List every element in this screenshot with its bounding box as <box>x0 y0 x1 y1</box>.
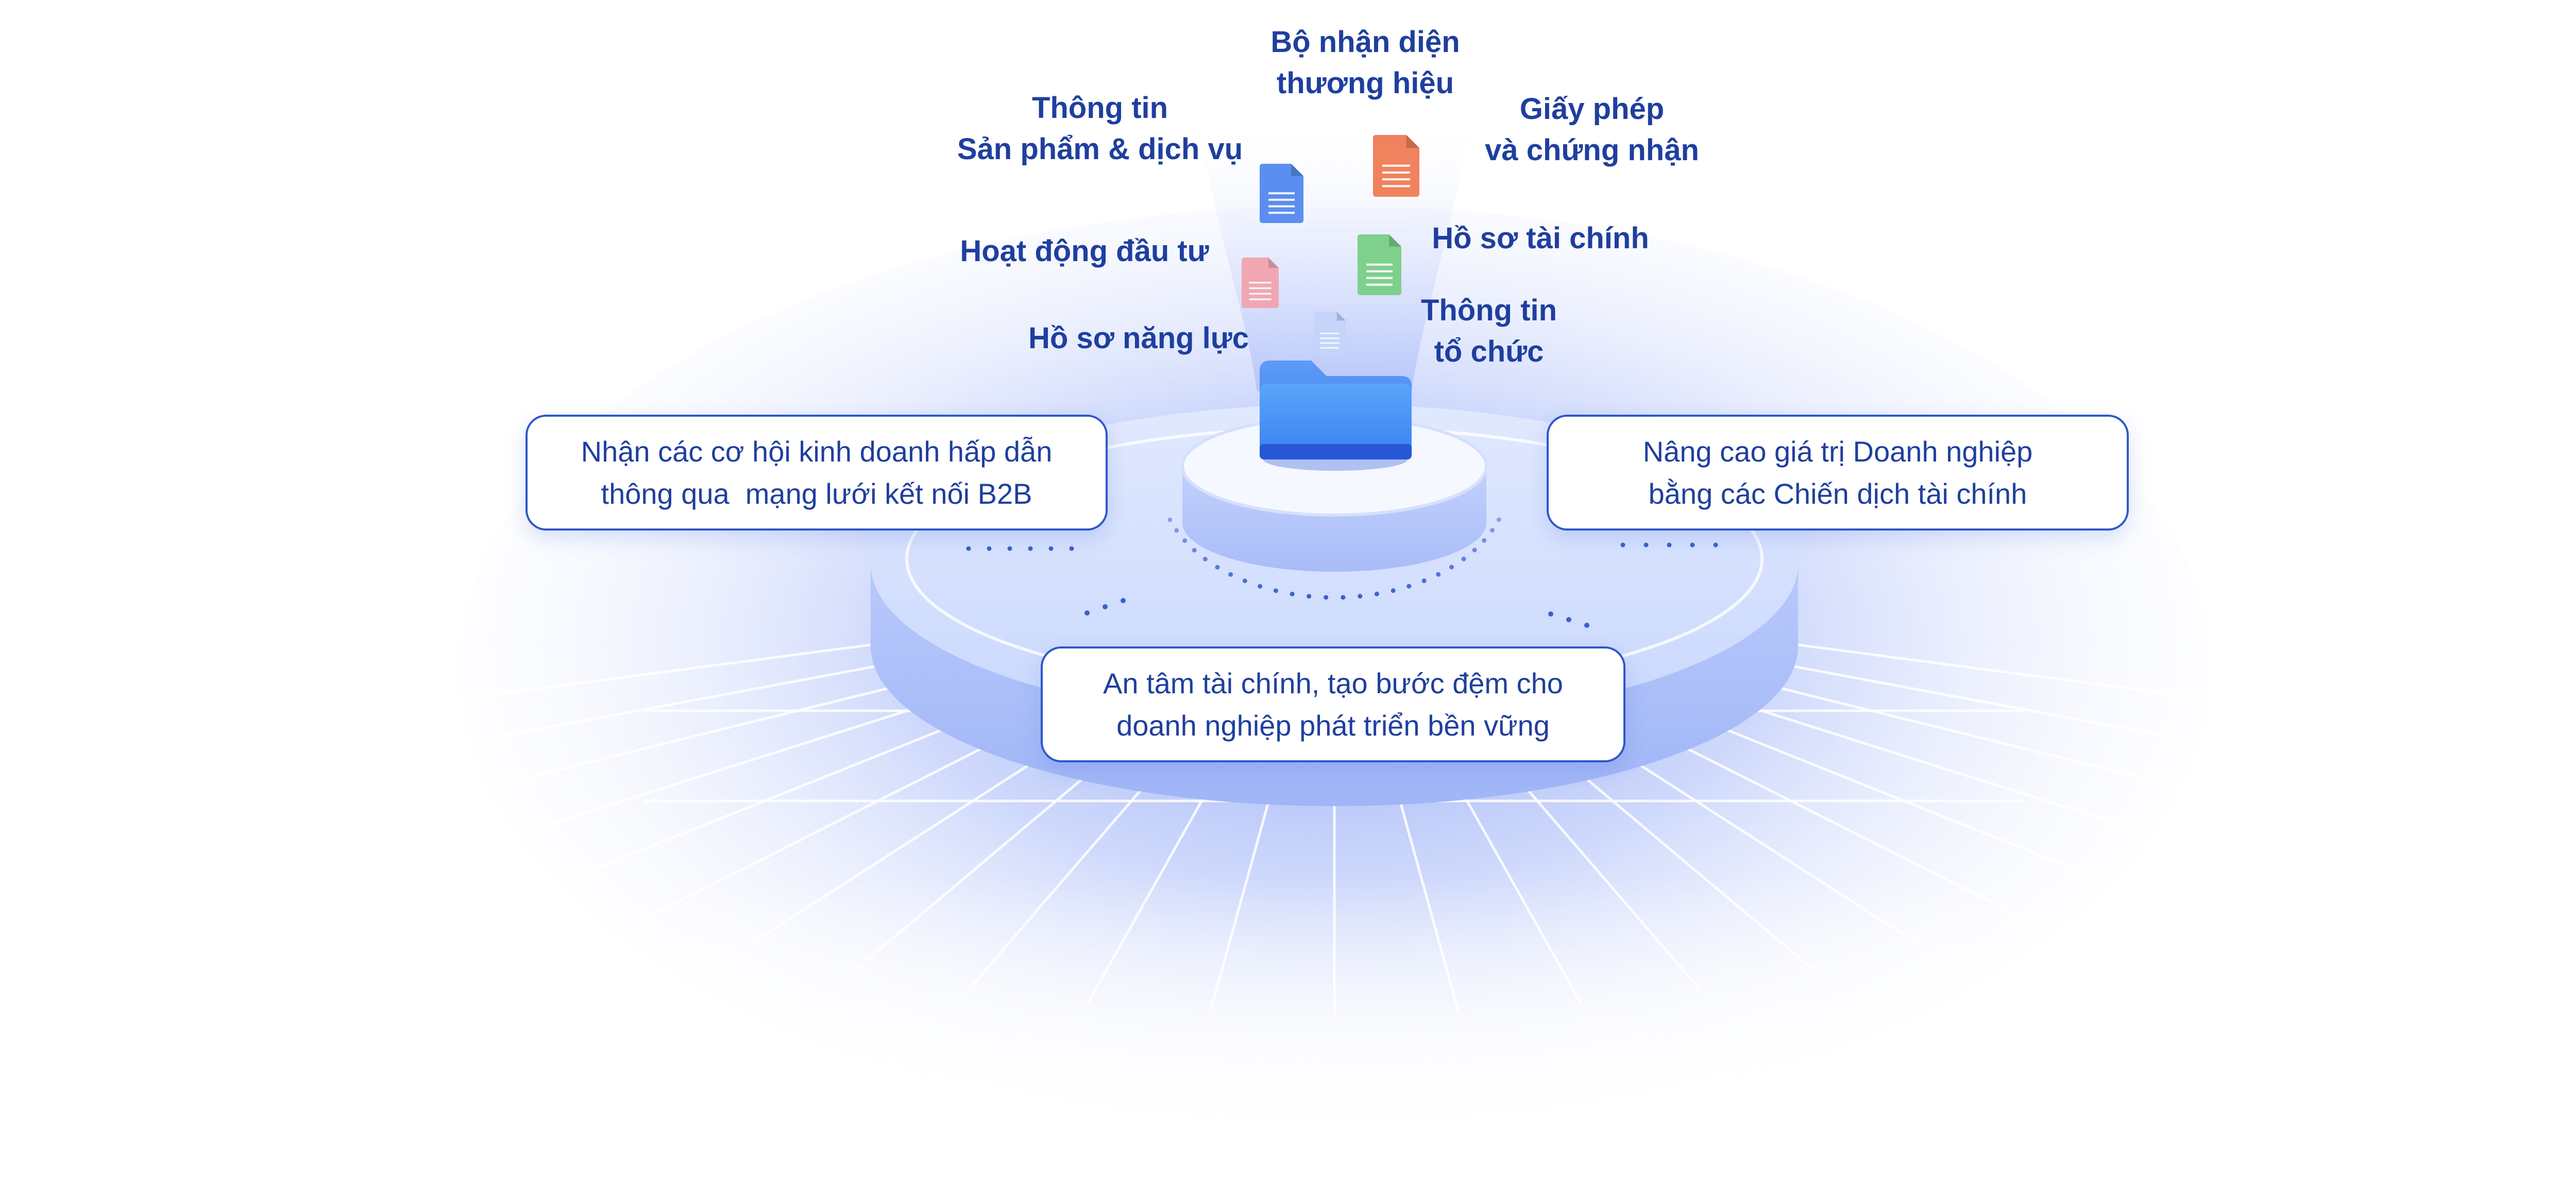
folder-icon <box>1260 361 1412 471</box>
dot <box>1461 556 1466 561</box>
dot <box>1643 542 1649 548</box>
dot <box>1490 528 1495 533</box>
dot <box>1182 538 1188 543</box>
document-icon <box>1242 258 1279 308</box>
grid-line <box>1668 705 2115 886</box>
dot <box>1449 565 1454 570</box>
dot <box>1713 542 1718 548</box>
label-org-info: Thông tin tổ chức <box>1420 294 1557 368</box>
dot <box>1358 594 1363 599</box>
dot <box>1667 542 1672 548</box>
dot <box>1374 591 1379 596</box>
benefit-card-b2b: Nhận các cơ hội kinh doanh hấp dẫn thông… <box>526 415 1108 531</box>
dot <box>1121 598 1126 603</box>
dot <box>1215 565 1220 570</box>
grid-line <box>1757 658 2323 766</box>
dot <box>1496 517 1501 522</box>
dot <box>1192 548 1197 553</box>
grid-line <box>1703 691 2196 850</box>
dot <box>1307 594 1312 599</box>
dot <box>1406 584 1412 589</box>
dotted-arcs <box>966 517 1718 628</box>
dot <box>1548 611 1553 617</box>
dot <box>1028 546 1033 551</box>
grid-line <box>302 640 893 721</box>
grid-line <box>554 705 1001 886</box>
document-icon <box>1260 164 1303 223</box>
dot <box>1290 591 1295 596</box>
dot <box>966 546 971 551</box>
dot <box>1242 578 1247 584</box>
grid-line <box>1733 675 2265 810</box>
dot <box>1584 623 1589 628</box>
dot <box>1069 546 1074 551</box>
label-investment: Hoạt động đầu tư <box>960 234 1209 268</box>
grid-line <box>403 675 936 810</box>
dot <box>1391 588 1396 593</box>
dot <box>1482 538 1487 543</box>
dot <box>1258 584 1263 589</box>
document-icon <box>1314 312 1346 355</box>
dot <box>1341 595 1346 600</box>
dot <box>1167 517 1173 522</box>
dot <box>1324 595 1329 600</box>
benefit-card-finance-campaign: Nâng cao giá trị Doanh nghiệp bằng các C… <box>1547 415 2129 531</box>
dot <box>1436 572 1441 577</box>
label-financial-profile: Hồ sơ tài chính <box>1432 221 1649 255</box>
dot <box>1202 556 1208 561</box>
dot <box>1103 604 1108 609</box>
dot <box>1566 617 1571 622</box>
label-license: Giấy phép và chứng nhận <box>1485 92 1699 167</box>
benefit-card-sustainable: An tâm tài chính, tạo bước đệm cho doanh… <box>1041 646 1625 762</box>
label-brand-identity: Bộ nhận diện thương hiệu <box>1270 25 1460 100</box>
grid-fade <box>412 876 2267 1178</box>
grid-line <box>346 658 911 766</box>
dot <box>1273 588 1278 593</box>
label-capability-profile: Hồ sơ năng lực <box>1028 321 1249 355</box>
dot <box>1421 578 1427 584</box>
document-icon <box>1373 135 1419 197</box>
dot <box>1048 546 1054 551</box>
label-product-info: Thông tin Sản phẩm & dịch vụ <box>957 91 1243 166</box>
dot <box>1472 548 1477 553</box>
grid-line <box>473 691 966 850</box>
dot <box>1174 528 1179 533</box>
dot <box>1007 546 1012 551</box>
document-icon <box>1358 234 1401 295</box>
dot <box>1620 542 1625 548</box>
grid-line <box>1776 640 2366 721</box>
dot <box>1228 572 1233 577</box>
dot <box>1690 542 1695 548</box>
dot <box>1084 610 1090 616</box>
dot <box>987 546 992 551</box>
